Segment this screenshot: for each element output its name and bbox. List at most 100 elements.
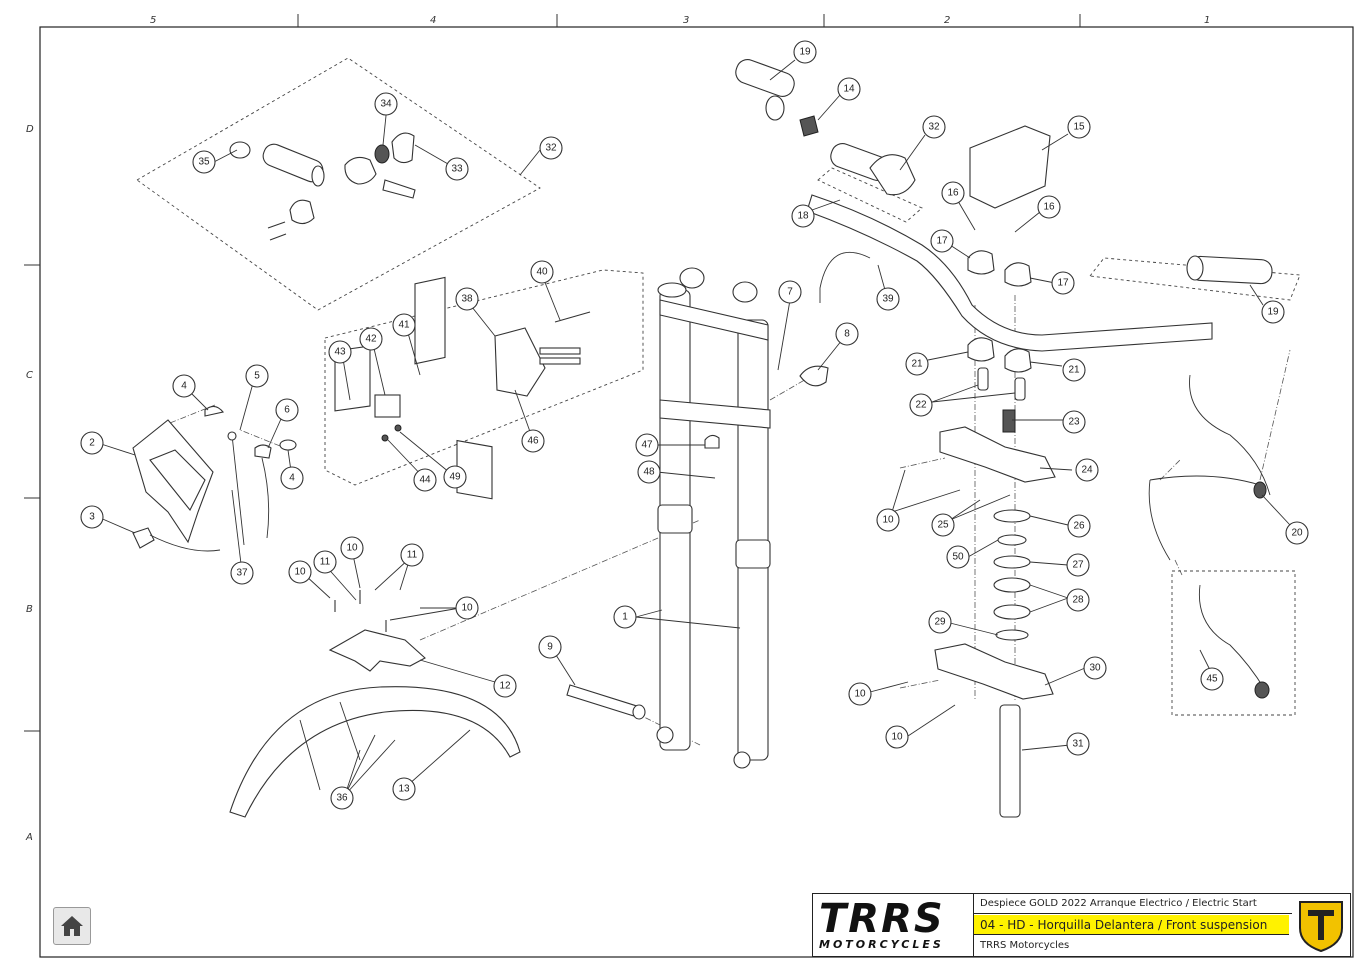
svg-text:13: 13 — [398, 784, 410, 795]
svg-text:45: 45 — [1206, 674, 1218, 685]
home-icon — [61, 916, 83, 936]
callout-43: 43 — [328, 340, 352, 364]
svg-text:4: 4 — [289, 473, 295, 484]
svg-text:36: 36 — [336, 793, 348, 804]
svg-text:11: 11 — [407, 550, 418, 561]
callout-10d: 10 — [288, 560, 312, 584]
svg-text:2: 2 — [89, 438, 95, 449]
svg-text:27: 27 — [1072, 560, 1084, 571]
callout-34: 34 — [374, 92, 398, 116]
callout-10e: 10 — [340, 536, 364, 560]
svg-text:35: 35 — [198, 157, 210, 168]
callout-10b: 10 — [848, 682, 872, 706]
column-ruler: 5 4 3 2 1 — [150, 14, 1210, 27]
ruler-row-d: D — [26, 124, 34, 135]
callout-4a: 4 — [172, 374, 196, 398]
callout-36: 36 — [330, 786, 354, 810]
svg-text:19: 19 — [799, 47, 811, 58]
callout-10c: 10 — [885, 725, 909, 749]
callout-20: 20 — [1285, 521, 1309, 545]
callout-23: 23 — [1062, 410, 1086, 434]
callout-17a: 17 — [930, 229, 954, 253]
svg-text:34: 34 — [380, 99, 392, 110]
callout-32b: 32 — [922, 115, 946, 139]
svg-text:14: 14 — [843, 84, 855, 95]
callout-50: 50 — [946, 545, 970, 569]
svg-text:10: 10 — [461, 603, 473, 614]
title-block: TRRS MOTORCYCLES Despiece GOLD 2022 Arra… — [812, 893, 1294, 957]
svg-text:42: 42 — [365, 334, 377, 345]
svg-text:10: 10 — [882, 515, 894, 526]
callout-1: 1 — [613, 605, 637, 629]
callout-15: 15 — [1067, 115, 1091, 139]
callout-24: 24 — [1075, 458, 1099, 482]
front-fork-assembly — [656, 267, 771, 769]
front-fender — [229, 590, 521, 818]
svg-text:10: 10 — [294, 567, 306, 578]
svg-text:16: 16 — [1043, 202, 1055, 213]
svg-text:8: 8 — [844, 329, 850, 340]
callout-21a: 21 — [905, 352, 929, 376]
ruler-col-1: 1 — [1204, 15, 1210, 26]
svg-text:37: 37 — [236, 568, 248, 579]
trrs-logo: TRRS MOTORCYCLES — [813, 894, 974, 956]
callout-32a: 32 — [539, 136, 563, 160]
callout-30: 30 — [1083, 656, 1107, 680]
ruler-row-c: C — [26, 370, 33, 381]
wiring-harness — [1148, 374, 1271, 699]
svg-text:15: 15 — [1073, 122, 1085, 133]
callout-49: 49 — [443, 465, 467, 489]
callout-13: 13 — [392, 777, 416, 801]
callout-33: 33 — [445, 157, 469, 181]
svg-text:5: 5 — [254, 371, 260, 382]
callout-16b: 16 — [1037, 195, 1061, 219]
callout-25: 25 — [931, 513, 955, 537]
cable-clamp — [799, 365, 829, 387]
svg-text:21: 21 — [1068, 365, 1080, 376]
ruler-col-3: 3 — [683, 15, 689, 26]
svg-text:32: 32 — [545, 143, 557, 154]
callout-10a: 10 — [876, 508, 900, 532]
home-button[interactable] — [53, 907, 91, 945]
row-ruler: D C B A — [24, 124, 40, 843]
svg-text:21: 21 — [911, 359, 923, 370]
callout-48: 48 — [637, 460, 661, 484]
callout-4b: 4 — [280, 466, 304, 490]
throttle-kit-box — [136, 57, 541, 311]
callout-35: 35 — [192, 150, 216, 174]
callout-26: 26 — [1067, 514, 1091, 538]
svg-text:17: 17 — [936, 236, 948, 247]
callout-17b: 17 — [1051, 271, 1075, 295]
svg-text:31: 31 — [1072, 739, 1084, 750]
svg-text:48: 48 — [643, 467, 655, 478]
svg-text:22: 22 — [915, 400, 927, 411]
kill-switch-box — [1171, 570, 1296, 716]
callout-39: 39 — [876, 287, 900, 311]
svg-text:23: 23 — [1068, 417, 1080, 428]
leader-lines — [97, 59, 1291, 796]
svg-text:17: 17 — [1057, 278, 1069, 289]
electronics-kit — [334, 276, 591, 500]
callout-28: 28 — [1066, 588, 1090, 612]
logo-text: TRRS — [819, 896, 945, 942]
title-line-3: TRRS Motorcycles — [980, 940, 1070, 951]
svg-text:18: 18 — [797, 211, 809, 222]
title-line-2: 04 - HD - Horquilla Delantera / Front su… — [974, 915, 1289, 935]
callout-40: 40 — [530, 260, 554, 284]
ruler-col-2: 2 — [944, 15, 950, 26]
svg-text:26: 26 — [1073, 521, 1085, 532]
svg-text:7: 7 — [787, 287, 793, 298]
callout-18: 18 — [791, 204, 815, 228]
throttle-right-box — [817, 167, 923, 223]
callout-37: 37 — [230, 561, 254, 585]
svg-text:1: 1 — [622, 612, 628, 623]
callout-11b: 11 — [400, 543, 424, 567]
callout-42: 42 — [359, 327, 383, 351]
svg-text:33: 33 — [451, 164, 463, 175]
callout-16a: 16 — [941, 181, 965, 205]
callout-27: 27 — [1066, 553, 1090, 577]
svg-text:30: 30 — [1089, 663, 1101, 674]
svg-text:41: 41 — [398, 320, 410, 331]
svg-text:29: 29 — [934, 617, 946, 628]
